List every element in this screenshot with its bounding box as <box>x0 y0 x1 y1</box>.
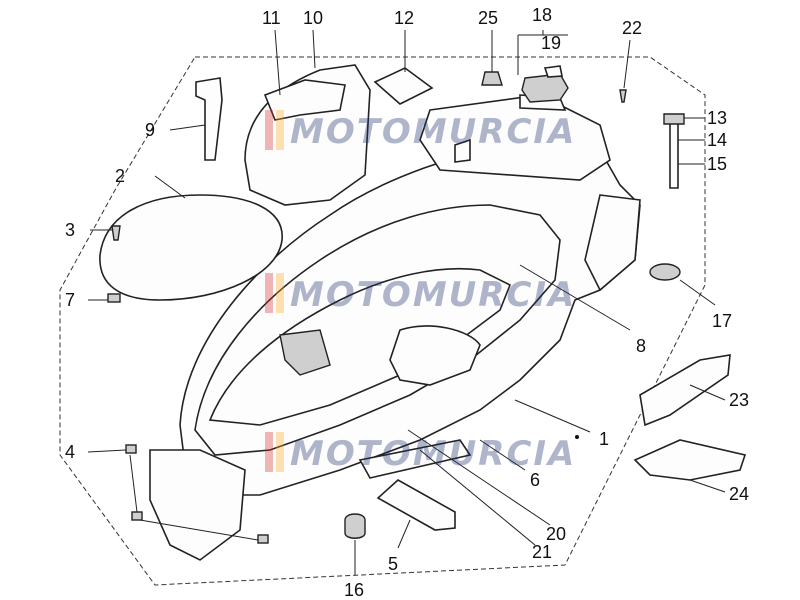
part-18-switch <box>521 73 569 103</box>
part-23-cover <box>639 354 731 427</box>
callout-labels: 1 2 3 4 5 6 7 8 9 10 11 12 13 14 15 16 1… <box>65 5 749 600</box>
part-22-screw <box>619 89 627 103</box>
callout-25: 25 <box>478 8 498 28</box>
part-25-clip <box>481 71 503 86</box>
svg-text:MOTOMURCIA: MOTOMURCIA <box>290 275 576 315</box>
callout-3: 3 <box>65 220 75 240</box>
watermark-logo-top: MOTOMURCIA <box>265 110 576 152</box>
part-16-plug <box>344 513 366 539</box>
part-11-inner <box>263 79 346 121</box>
callout-16: 16 <box>344 580 364 600</box>
callout-2: 2 <box>115 166 125 186</box>
svg-text:MOTOMURCIA: MOTOMURCIA <box>290 112 576 152</box>
callout-4: 4 <box>65 442 75 462</box>
callout-10: 10 <box>303 8 323 28</box>
callout-1: 1 <box>599 429 609 449</box>
callout-9: 9 <box>145 120 155 140</box>
watermark-logo-bottom: MOTOMURCIA <box>265 432 576 474</box>
callout-7: 7 <box>65 290 75 310</box>
part-2-cover <box>99 194 283 301</box>
part-17-plug <box>649 263 681 281</box>
body-tub <box>149 94 641 561</box>
part-12-plate <box>373 67 434 105</box>
callout-20: 20 <box>546 524 566 544</box>
callout-24: 24 <box>729 484 749 504</box>
callout-11: 11 <box>262 8 281 28</box>
part-5-bracket <box>376 479 456 531</box>
part-15-spring <box>669 119 679 189</box>
watermark: MOTOMURCIA MOTOMURCIA MOTOMURCIA <box>265 110 576 474</box>
svg-text:MOTOMURCIA: MOTOMURCIA <box>290 434 576 474</box>
callout-21: 21 <box>532 542 552 562</box>
callout-18: 18 <box>532 5 552 25</box>
callout-23: 23 <box>729 390 749 410</box>
callout-12: 12 <box>394 8 414 28</box>
callout-6: 6 <box>530 470 540 490</box>
callout-19: 19 <box>541 33 561 53</box>
part-4-clips <box>87 444 269 544</box>
part-7-clip <box>107 293 121 303</box>
callout-8: 8 <box>636 336 646 356</box>
callout-13: 13 <box>707 108 727 128</box>
callout-15: 15 <box>707 154 727 174</box>
callout-14: 14 <box>707 130 727 150</box>
watermark-logo-middle: MOTOMURCIA <box>265 273 576 315</box>
part-24-mat <box>633 439 747 481</box>
part-19-connector <box>543 65 563 78</box>
callout-22: 22 <box>622 18 642 38</box>
part-9-strap <box>195 77 223 161</box>
part-3-screw <box>111 225 121 241</box>
part-13-cap <box>663 113 685 125</box>
assembly-frame <box>59 56 706 586</box>
callout-17: 17 <box>712 311 732 331</box>
callout-5: 5 <box>388 554 398 574</box>
